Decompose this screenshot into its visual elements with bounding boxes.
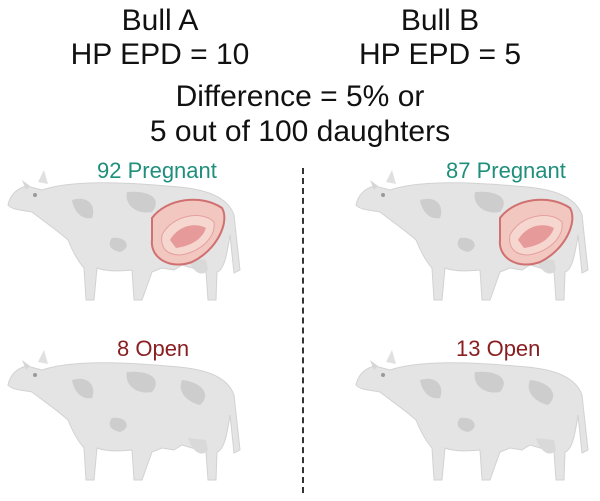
difference-line-2: 5 out of 100 daughters: [149, 115, 451, 148]
bull-b-epd: HP EPD = 5: [358, 38, 522, 71]
bull-b-open-label: 13 Open: [456, 336, 541, 361]
open-cow-b-illustration: [355, 350, 589, 481]
bull-b-title: Bull B: [400, 4, 480, 37]
cow-icon: [355, 350, 589, 481]
column-divider: [302, 168, 304, 493]
bull-a-epd: HP EPD = 10: [70, 38, 250, 71]
pregnant-cow-b-illustration: [355, 170, 589, 301]
bull-a-open-label: 8 Open: [117, 336, 190, 361]
bull-b-pregnant-label: 87 Pregnant: [446, 158, 566, 183]
cow-icon: [7, 350, 241, 481]
bull-a-pregnant-label: 92 Pregnant: [97, 158, 217, 183]
uterus-icon: [498, 198, 574, 266]
bull-a-title: Bull A: [121, 4, 199, 37]
open-cow-a-illustration: [7, 350, 241, 481]
uterus-icon: [150, 198, 226, 266]
difference-line-1: Difference = 5% or: [175, 80, 425, 113]
pregnant-cow-a-illustration: [7, 170, 241, 301]
